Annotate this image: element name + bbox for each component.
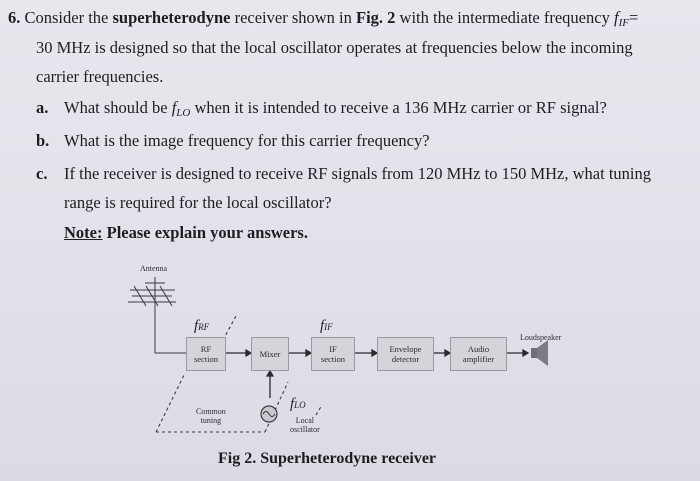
- part-c-line-2: range is required for the local oscillat…: [64, 193, 332, 212]
- antenna-label: Antenna: [140, 264, 168, 273]
- part-a-label: a.: [36, 98, 49, 117]
- term-superheterodyne: superheterodyne: [112, 8, 231, 27]
- note: Note: Please explain your answers.: [64, 221, 308, 245]
- question-line-3: carrier frequencies.: [36, 67, 164, 86]
- question-number: 6.: [8, 8, 21, 27]
- antenna-icon: [128, 277, 186, 354]
- common-tuning-dashed-lines: [155, 315, 323, 433]
- note-text: Please explain your answers.: [102, 223, 308, 242]
- part-c-label: c.: [36, 164, 48, 183]
- part-b: b. What is the image frequency for this c…: [36, 129, 430, 153]
- figure-caption: Fig 2. Superheterodyne receiver: [218, 450, 437, 467]
- equals-sign: =: [628, 8, 639, 27]
- figure-reference: Fig. 2: [356, 8, 396, 27]
- symbol-f: f: [613, 8, 619, 27]
- sine-wave-icon: [262, 411, 276, 417]
- mixer-block: Mixer: [251, 337, 289, 371]
- f-rf-label: fRF: [194, 318, 210, 334]
- part-c-text: If the receiver is designed to receive R…: [64, 164, 651, 183]
- part-b-text: What is the image frequency for this car…: [64, 131, 430, 150]
- question-text: Consider the: [24, 8, 113, 27]
- part-c: c. If the receiver is designed to receive…: [36, 162, 651, 186]
- question-line-2: 30 MHz is designed so that the local osc…: [36, 38, 633, 57]
- part-a-text: when it is intended to receive a 136 MHz…: [190, 98, 607, 117]
- question-line-1: 6. Consider the superheterodyne receiver…: [8, 6, 698, 35]
- f-if-label: fIF: [320, 318, 333, 334]
- part-a: a. What should be fLO when it is intended…: [36, 96, 607, 125]
- loudspeaker-label: Loudspeaker: [520, 333, 562, 342]
- loudspeaker-icon: [531, 340, 548, 366]
- note-label: Note:: [64, 223, 103, 242]
- f-lo-label: fLO: [290, 396, 306, 412]
- part-a-text: What should be: [64, 98, 172, 117]
- question-text: receiver shown in: [230, 8, 356, 27]
- symbol-subscript: IF: [618, 17, 629, 29]
- signal-arrows: [226, 348, 530, 398]
- symbol-f: f: [171, 98, 177, 117]
- symbol-subscript: LO: [176, 107, 191, 119]
- part-b-label: b.: [36, 131, 50, 150]
- question-text: with the intermediate frequency: [395, 8, 614, 27]
